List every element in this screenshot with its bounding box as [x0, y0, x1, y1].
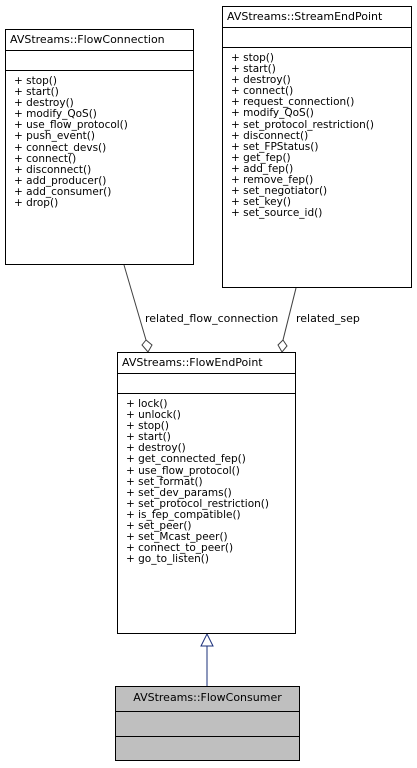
class-name-flow-connection: AVStreams::FlowConnection [6, 30, 193, 51]
operation: + add_fep() [231, 162, 294, 175]
operation: + connect_devs() [14, 141, 107, 154]
operations-list: + lock() + unlock() + stop() + start() +… [118, 394, 295, 569]
operation: + stop() [14, 75, 58, 87]
operation: + request_connection() [231, 96, 355, 109]
operation: + start() [126, 431, 171, 444]
association-edge-sep [282, 287, 297, 341]
operation: + go_to_listen() [126, 553, 209, 566]
operation: + stop() [126, 420, 170, 433]
operation: + unlock() [126, 409, 181, 422]
operations-list: + stop() + start() + destroy() + modify_… [6, 71, 193, 213]
operation: + start() [14, 86, 59, 99]
operation: + drop() [14, 197, 59, 210]
operation: + set_key() [231, 196, 292, 209]
operation: + use_flow_protocol() [14, 119, 128, 132]
aggregation-diamond-sep [277, 339, 288, 353]
inheritance-arrowhead [200, 632, 214, 647]
attributes-section [6, 51, 193, 71]
class-box-flow-end-point[interactable]: AVStreams::FlowEndPoint + lock() + unloc… [117, 352, 296, 634]
operation: + destroy() [126, 442, 186, 455]
attributes-section [118, 374, 295, 394]
class-box-flow-connection[interactable]: AVStreams::FlowConnection + stop() + sta… [5, 29, 194, 265]
operation: + start() [231, 63, 276, 76]
operation: + lock() [126, 398, 168, 410]
operation: + use_flow_protocol() [126, 464, 240, 477]
operation: + modify_QoS() [14, 108, 97, 121]
edge-label-related-flow-connection: related_flow_connection [145, 312, 279, 325]
operation: + set_format() [126, 475, 203, 488]
edge-label-related-sep: related_sep [296, 312, 360, 325]
operation: + set_negotiator() [231, 185, 328, 198]
class-box-stream-end-point[interactable]: AVStreams::StreamEndPoint + stop() + sta… [222, 6, 412, 288]
attributes-section [223, 28, 411, 48]
association-edge-flow-connection [123, 264, 147, 341]
operation: + get_fep() [231, 151, 291, 164]
operation: + set_dev_params() [126, 486, 232, 499]
operation: + disconnect() [14, 163, 92, 176]
operation: + set_FPStatus() [231, 140, 319, 153]
operation: + set_peer() [126, 520, 192, 533]
operation: + connect() [14, 152, 77, 165]
operation: + connect_to_peer() [126, 542, 234, 555]
operation: + connect() [231, 85, 294, 98]
operation: + stop() [231, 52, 275, 64]
operation: + get_connected_fep() [126, 453, 246, 466]
class-name-flow-end-point: AVStreams::FlowEndPoint [118, 353, 295, 374]
class-box-flow-consumer[interactable]: AVStreams::FlowConsumer [115, 686, 300, 761]
aggregation-diamond-flow-connection [141, 339, 153, 353]
class-name-flow-consumer: AVStreams::FlowConsumer [116, 687, 299, 712]
class-name-stream-end-point: AVStreams::StreamEndPoint [223, 7, 411, 28]
operation: + add_consumer() [14, 185, 112, 198]
operation: + modify_QoS() [231, 107, 314, 120]
operation: + set_protocol_restriction() [126, 497, 269, 510]
attributes-section [116, 712, 299, 737]
operation: + set_source_id() [231, 207, 323, 220]
operations-list: + stop() + start() + destroy() + connect… [223, 48, 411, 223]
operation: + remove_fep() [231, 174, 314, 187]
operation: + destroy() [231, 74, 291, 87]
operation: + push_event() [14, 130, 95, 143]
operation: + disconnect() [231, 129, 309, 142]
operation: + set_Mcast_peer() [126, 531, 228, 544]
operation: + is_fep_compatible() [126, 508, 241, 521]
operation: + set_protocol_restriction() [231, 118, 374, 131]
operation: + add_producer() [14, 174, 107, 187]
operations-section [116, 737, 299, 760]
operation: + destroy() [14, 97, 74, 110]
